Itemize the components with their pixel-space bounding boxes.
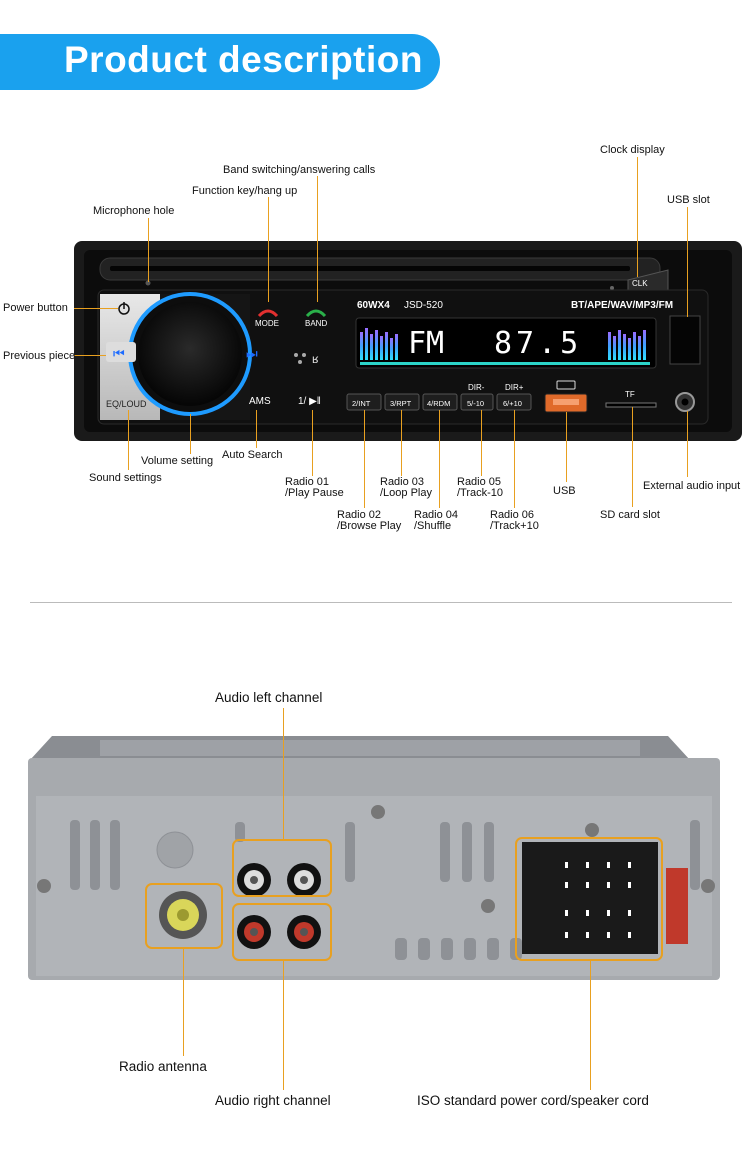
label-auto-search: Auto Search xyxy=(222,449,283,461)
callout-usb-slot xyxy=(687,207,688,317)
svg-text:⏭: ⏭ xyxy=(246,346,258,361)
label-previous-piece: Previous piece xyxy=(3,350,76,362)
callout-radio01 xyxy=(312,410,313,476)
callout-radio04 xyxy=(439,410,440,508)
label-power-button: Power button xyxy=(3,302,68,314)
play-pause-button[interactable]: 1/ ▶‖ xyxy=(298,396,321,407)
label-radio04-line2: /Shuffle xyxy=(414,520,452,532)
answer-icon xyxy=(305,309,327,318)
sd-slot xyxy=(605,402,657,408)
callout-band xyxy=(317,176,318,302)
label-radio02-line1: Radio 02 xyxy=(337,509,382,521)
callout-radio05 xyxy=(481,410,482,476)
label-band-switching: Band switching/answering calls xyxy=(223,164,376,176)
usb-slot-cover xyxy=(669,315,701,365)
svg-text:⏮: ⏮ xyxy=(113,346,125,361)
label-audio-right: Audio right channel xyxy=(215,1093,331,1108)
page-title: Product description xyxy=(64,39,423,80)
callout-aux xyxy=(687,411,688,477)
model-name: JSD-520 xyxy=(404,300,443,311)
label-sd-slot: SD card slot xyxy=(600,509,660,521)
callout-audio-right xyxy=(283,960,284,1090)
iso-connector xyxy=(522,842,658,954)
ams-button[interactable]: AMS xyxy=(249,396,271,407)
dir-minus-label: DIR- xyxy=(468,383,485,392)
label-usb-slot: USB slot xyxy=(667,194,710,206)
clk-label: CLK xyxy=(632,279,648,288)
label-microphone: Microphone hole xyxy=(93,205,175,217)
model-power: 60WX4 xyxy=(357,300,390,311)
display-frequency: 87.5 xyxy=(494,326,583,361)
callout-power xyxy=(74,308,118,309)
callout-clock xyxy=(637,157,638,277)
section-divider xyxy=(30,602,732,603)
microphone-hole xyxy=(145,280,151,286)
preset-4-button[interactable]: 4/RDM xyxy=(427,399,451,408)
label-function-key: Function key/hang up xyxy=(192,185,298,197)
preset-2-button[interactable]: 2/INT xyxy=(352,399,371,408)
label-audio-left: Audio left channel xyxy=(215,690,323,705)
lcd-display xyxy=(355,317,657,369)
label-radio05-line1: Radio 05 xyxy=(457,476,502,488)
back-panel-illustration xyxy=(28,736,720,980)
label-radio01-line2: /Play Pause xyxy=(285,487,344,499)
label-radio01-line1: Radio 01 xyxy=(285,476,330,488)
hangup-icon xyxy=(257,309,279,318)
label-radio03-line1: Radio 03 xyxy=(380,476,425,488)
callout-sd xyxy=(632,407,633,507)
callout-radio03 xyxy=(401,410,402,476)
formats-text: BT/APE/WAV/MP3/FM xyxy=(571,300,674,311)
callout-microphone xyxy=(148,218,149,282)
mode-button[interactable]: MODE xyxy=(255,319,279,328)
preset-6-button[interactable]: 6/+10 xyxy=(503,399,522,408)
label-radio06-line2: /Track+10 xyxy=(490,520,539,532)
label-volume: Volume setting xyxy=(141,455,214,467)
label-radio03-line2: /Loop Play xyxy=(380,487,432,499)
preset-3-button[interactable]: 3/RPT xyxy=(390,399,412,408)
preset-5-button[interactable]: 5/-10 xyxy=(467,399,485,408)
label-external-audio: External audio input xyxy=(643,480,741,492)
eq-loud-button[interactable]: EQ/LOUD xyxy=(106,399,147,409)
callout-antenna xyxy=(183,948,184,1056)
label-radio04-line1: Radio 04 xyxy=(414,509,459,521)
label-radio05-line2: /Track-10 xyxy=(457,487,504,499)
display-band: FM xyxy=(408,326,445,361)
callout-eq xyxy=(128,410,129,470)
label-radio06-line1: Radio 06 xyxy=(490,509,535,521)
callout-ams xyxy=(256,410,257,448)
callout-radio02 xyxy=(364,410,365,508)
callout-previous xyxy=(74,355,106,356)
band-button[interactable]: BAND xyxy=(305,319,328,328)
label-iso-cord: ISO standard power cord/speaker cord xyxy=(417,1093,649,1108)
label-radio-antenna: Radio antenna xyxy=(119,1059,207,1074)
title-banner xyxy=(0,34,440,90)
label-clock-display: Clock display xyxy=(600,144,665,156)
callout-iso xyxy=(590,960,591,1090)
callout-audio-left xyxy=(283,708,284,840)
label-radio02-line2: /Browse Play xyxy=(337,520,402,532)
callout-radio06 xyxy=(514,410,515,508)
label-usb: USB xyxy=(553,485,576,497)
label-sound-settings: Sound settings xyxy=(89,472,162,484)
callout-function xyxy=(268,197,269,302)
svg-text:ʁ: ʁ xyxy=(312,352,319,366)
front-panel-illustration: ⏮ ⏭ ʁ xyxy=(74,241,742,441)
callout-volume xyxy=(190,414,191,454)
callout-usb xyxy=(566,412,567,482)
dir-plus-label: DIR+ xyxy=(505,383,524,392)
tf-label: TF xyxy=(625,390,635,399)
